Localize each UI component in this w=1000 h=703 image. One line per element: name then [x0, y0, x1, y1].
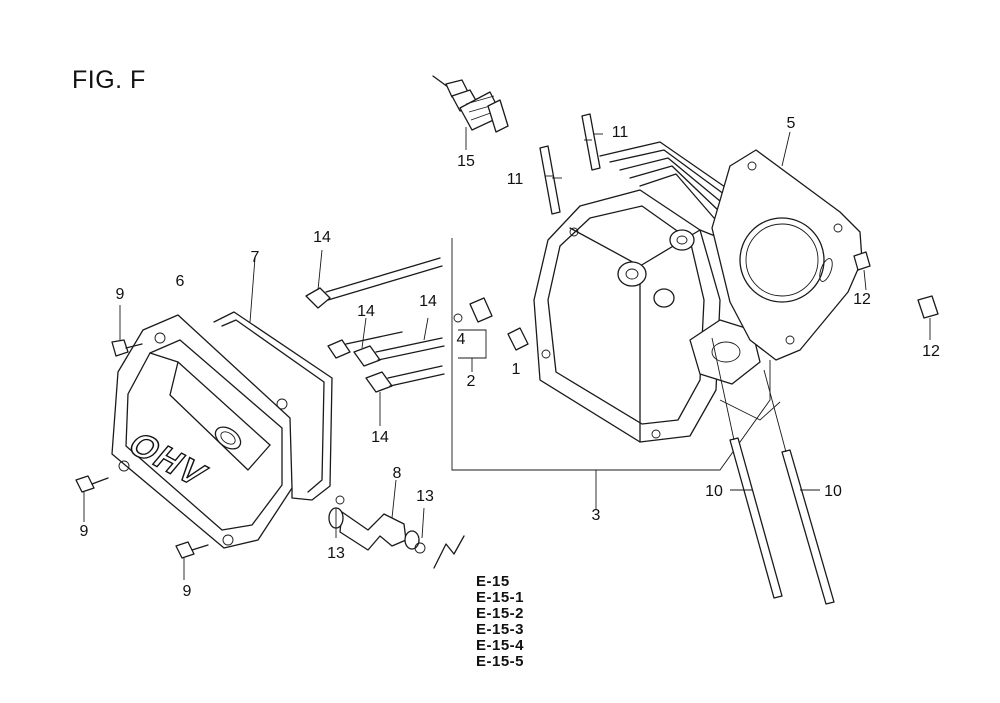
callout-10-right: 10 — [824, 483, 842, 500]
callout-9-bottom: 9 — [182, 583, 192, 600]
callout-12-bottom: 12 — [922, 343, 940, 360]
head-cover — [111, 314, 293, 549]
reference-item: E-15-4 — [476, 637, 525, 654]
reference-item: E-15-1 — [476, 589, 525, 606]
callout-4: 4 — [456, 331, 466, 348]
push-rods — [711, 337, 835, 605]
flange-bolts-9 — [75, 305, 209, 580]
callout-2: 2 — [466, 373, 476, 390]
callout-9-left: 9 — [79, 523, 89, 540]
callout-8: 8 — [392, 465, 402, 482]
callout-14-bottom: 14 — [371, 429, 389, 446]
callout-14-mid-right: 14 — [419, 293, 437, 310]
reference-item: E-15 — [476, 573, 510, 590]
dowel-pins — [453, 297, 529, 372]
figure-title: FIG. F — [72, 66, 146, 94]
callout-11-right: 11 — [611, 124, 629, 141]
callout-3: 3 — [591, 507, 601, 524]
callout-6: 6 — [175, 273, 185, 290]
reference-list: E-15 E-15-1 E-15-2 E-15-3 E-15-4 E-15-5 — [476, 574, 524, 670]
reference-item: E-15-5 — [476, 653, 525, 670]
breather-tube — [328, 479, 465, 569]
callout-13-right: 13 — [416, 488, 434, 505]
callout-12-top: 12 — [853, 291, 871, 308]
callout-7: 7 — [250, 249, 260, 266]
callout-11-left: 11 — [506, 171, 524, 188]
callout-9-top: 9 — [115, 286, 125, 303]
callout-13-left: 13 — [327, 545, 345, 562]
callout-14-mid-left: 14 — [357, 303, 375, 320]
cylinder-head-gasket — [711, 131, 863, 361]
callout-14-top: 14 — [313, 229, 331, 246]
callout-10-left: 10 — [705, 483, 723, 500]
spark-plug — [432, 75, 509, 150]
callout-5: 5 — [786, 115, 796, 132]
callout-1: 1 — [511, 361, 521, 378]
head-bolts-14 — [305, 249, 445, 426]
callout-15: 15 — [457, 153, 475, 170]
reference-item: E-15-2 — [476, 605, 525, 622]
stud-bolts-11 — [539, 113, 603, 215]
dowels-12 — [853, 251, 939, 340]
head-cover-gasket — [213, 257, 333, 501]
reference-item: E-15-3 — [476, 621, 525, 638]
